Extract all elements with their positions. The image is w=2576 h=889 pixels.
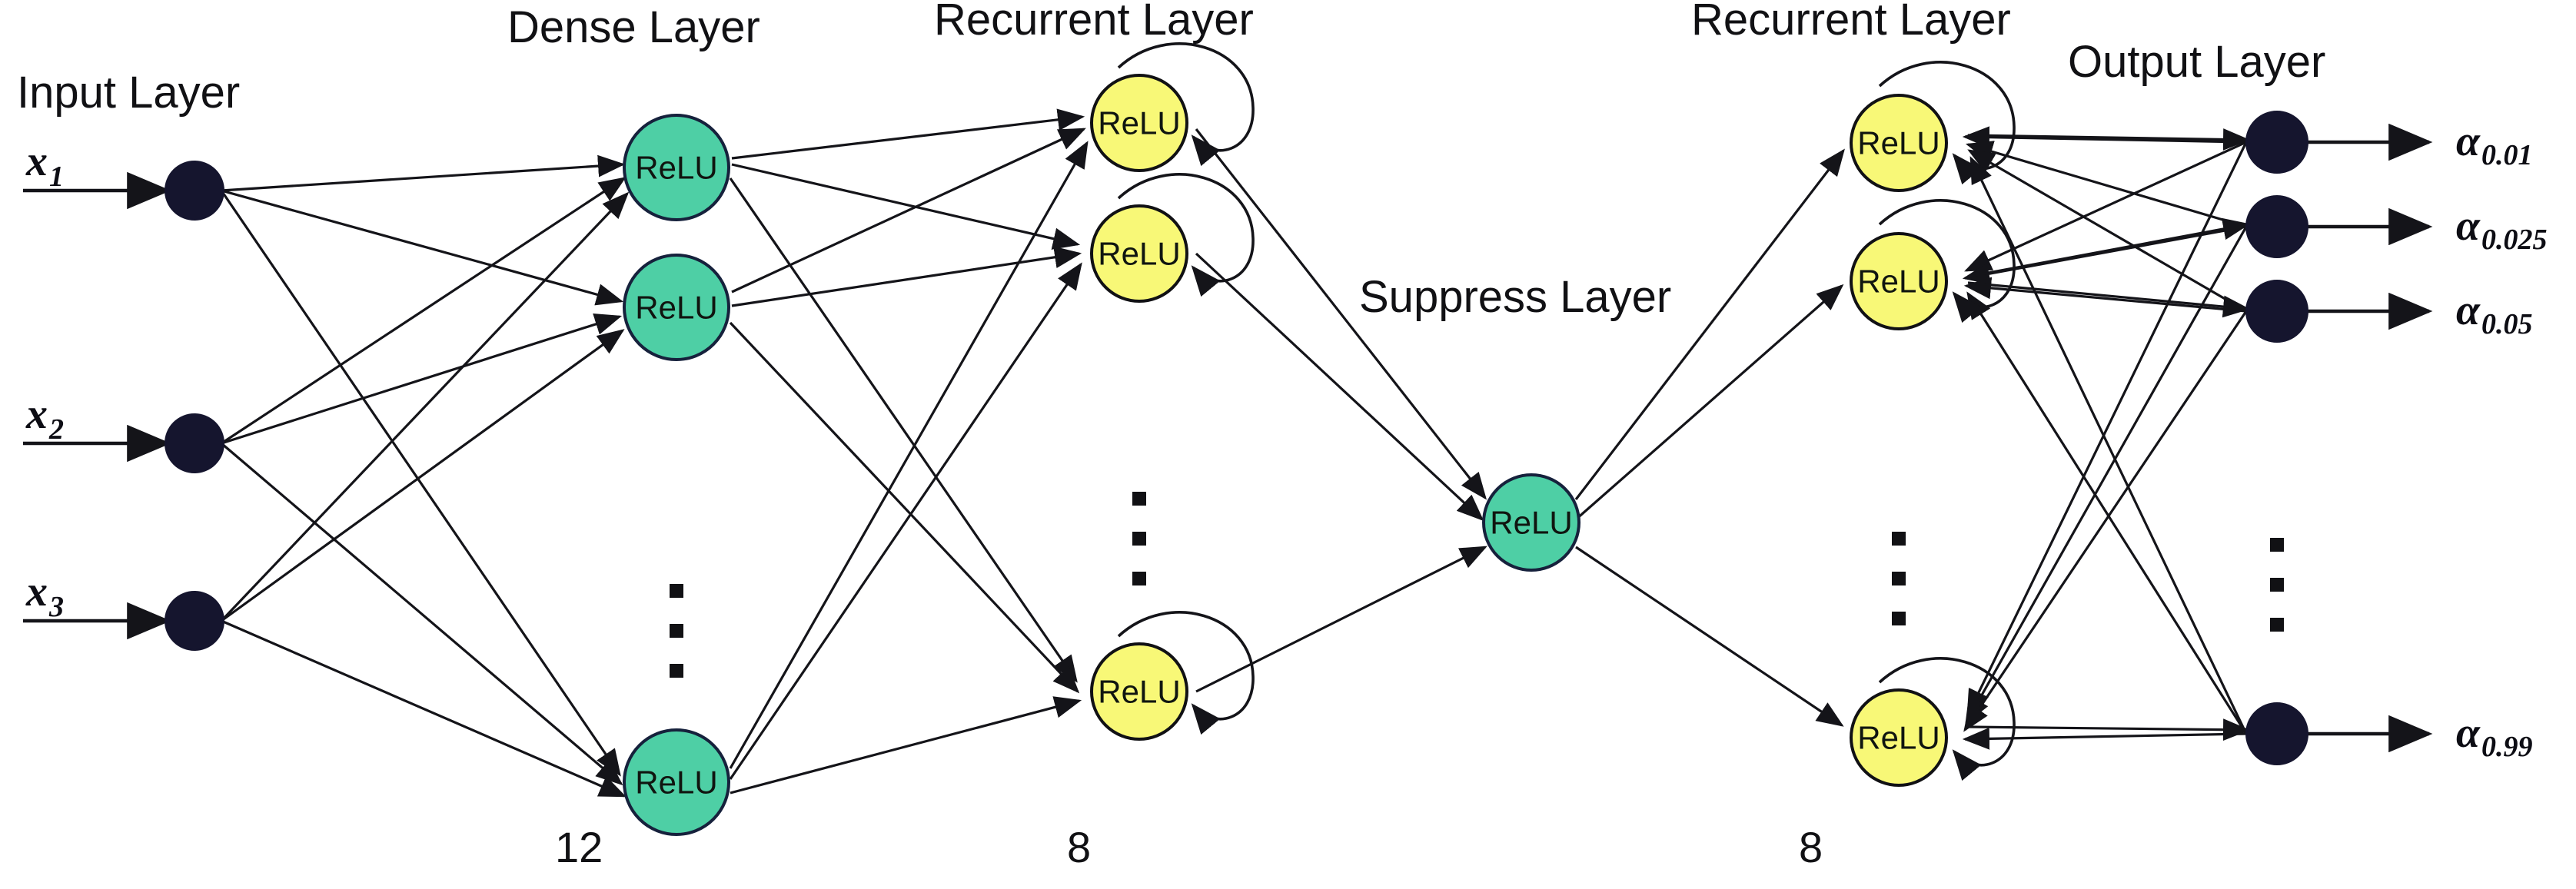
- svg-text:x1: x1: [25, 138, 64, 193]
- self-loops-recurrent2: [1878, 61, 2016, 781]
- title-suppress-layer: Suppress Layer: [1359, 272, 1671, 322]
- input-label-1-subscript: 1: [49, 161, 64, 193]
- input-arrows: [23, 171, 171, 640]
- recurrent2-unit-count: 8: [1799, 823, 1823, 871]
- suppress-node-label: ReLU: [1490, 505, 1572, 541]
- output-nodes: [2245, 111, 2308, 765]
- svg-text:α0.99: α0.99: [2456, 709, 2532, 763]
- dense-node-2[interactable]: [623, 254, 730, 361]
- recurrent2-node-1-label: ReLU: [1857, 125, 1939, 161]
- output-label-2-symbol: α: [2456, 202, 2481, 250]
- input-nodes: [165, 161, 224, 651]
- output-label-1-symbol: α: [2456, 118, 2481, 165]
- input-node-2[interactable]: [165, 413, 224, 473]
- output-label-4-symbol: α: [2456, 709, 2481, 757]
- title-recurrent-layer-1: Recurrent Layer: [934, 0, 1254, 45]
- dense-node-last[interactable]: [623, 728, 730, 836]
- dense-node-1[interactable]: [623, 114, 730, 221]
- svg-text:α0.025: α0.025: [2456, 202, 2547, 256]
- dense-nodes: ReLU ReLU ReLU: [623, 114, 730, 836]
- recurrent2-nodes: ReLU ReLU ReLU: [1850, 94, 1948, 787]
- svg-text:α0.05: α0.05: [2456, 287, 2532, 340]
- title-output-layer: Output Layer: [2068, 37, 2325, 87]
- svg-text:α0.01: α0.01: [2456, 118, 2532, 171]
- dense-unit-count: 12: [555, 823, 603, 871]
- svg-text:x3: x3: [25, 568, 64, 623]
- output-label-3-symbol: α: [2456, 287, 2481, 334]
- recurrent1-node-2-label: ReLU: [1098, 236, 1180, 272]
- dense-node-last-label: ReLU: [635, 765, 717, 801]
- output-arrows: [2306, 123, 2433, 753]
- edges-dense-recurrent1: [729, 108, 1089, 794]
- edges-recurrent1-suppress: [1195, 128, 1487, 693]
- output-label-3: α0.05: [2456, 287, 2532, 340]
- input-label-3-subscript: 3: [48, 591, 64, 623]
- self-loops-recurrent1: [1117, 42, 1255, 735]
- input-node-1[interactable]: [165, 161, 224, 221]
- suppress-node[interactable]: [1482, 473, 1581, 572]
- output-label-2: α0.025: [2456, 202, 2547, 256]
- output-label-2-subscript: 0.025: [2481, 224, 2548, 256]
- recurrent1-node-1-label: ReLU: [1098, 105, 1180, 141]
- recurrent1-node-last-label: ReLU: [1098, 674, 1180, 710]
- output-label-3-subscript: 0.05: [2481, 308, 2533, 340]
- recurrent1-node-last[interactable]: [1090, 642, 1188, 741]
- output-label-1-subscript: 0.01: [2481, 139, 2533, 171]
- output-node-1[interactable]: [2245, 111, 2308, 174]
- input-label-3-symbol: x: [25, 568, 48, 615]
- edges-input-dense: [220, 154, 630, 798]
- dense-node-1-label: ReLU: [635, 150, 717, 186]
- recurrent1-nodes: ReLU ReLU ReLU: [1090, 74, 1188, 741]
- input-label-1: x1: [25, 138, 64, 193]
- recurrent2-node-last-label: ReLU: [1857, 720, 1939, 756]
- recurrent2-node-1[interactable]: [1850, 94, 1948, 192]
- ellipsis-dense: [670, 584, 683, 678]
- recurrent2-node-last[interactable]: [1850, 688, 1948, 787]
- recurrent1-unit-count: 8: [1067, 823, 1091, 871]
- suppress-node-group: ReLU: [1482, 473, 1581, 572]
- input-label-3: x3: [25, 568, 64, 623]
- input-label-1-symbol: x: [25, 138, 48, 185]
- ellipsis-recurrent1: [1132, 492, 1146, 585]
- recurrent1-node-1[interactable]: [1090, 74, 1188, 172]
- input-label-2-subscript: 2: [48, 413, 64, 446]
- dense-node-2-label: ReLU: [635, 290, 717, 326]
- recurrent2-node-2-label: ReLU: [1857, 264, 1939, 300]
- title-dense-layer: Dense Layer: [507, 2, 760, 52]
- output-label-1: α0.01: [2456, 118, 2532, 171]
- edges-suppress-recurrent2: [1574, 148, 1845, 727]
- title-recurrent-layer-2: Recurrent Layer: [1691, 0, 2011, 45]
- output-node-last[interactable]: [2245, 702, 2308, 765]
- input-label-2: x2: [25, 390, 64, 446]
- output-label-4-subscript: 0.99: [2481, 731, 2533, 763]
- output-node-2[interactable]: [2245, 195, 2308, 258]
- output-label-4: α0.99: [2456, 709, 2532, 763]
- ellipsis-output: [2270, 538, 2284, 632]
- edges-recurrent2-output: [1962, 126, 2251, 750]
- svg-text:x2: x2: [25, 390, 64, 446]
- input-node-3[interactable]: [165, 591, 224, 651]
- recurrent1-node-2[interactable]: [1090, 204, 1188, 303]
- title-input-layer: Input Layer: [17, 68, 240, 118]
- output-node-3[interactable]: [2245, 280, 2308, 343]
- ellipsis-recurrent2: [1892, 532, 1906, 625]
- input-label-2-symbol: x: [25, 390, 48, 438]
- recurrent2-node-2[interactable]: [1850, 232, 1948, 330]
